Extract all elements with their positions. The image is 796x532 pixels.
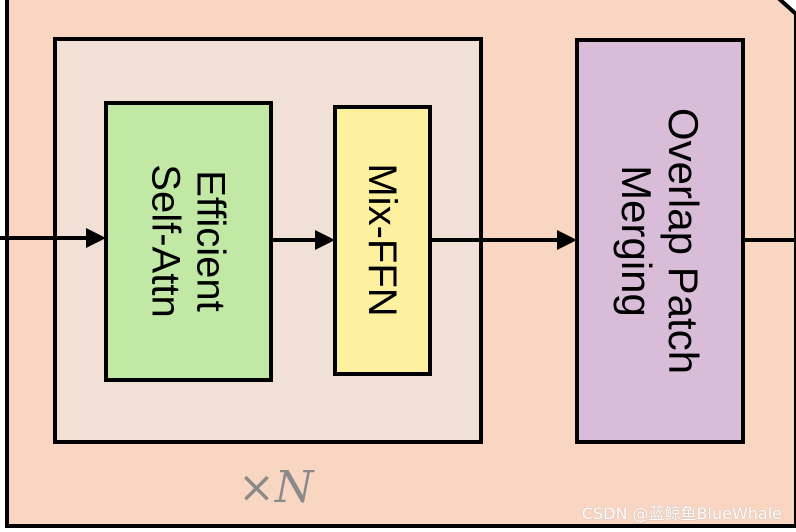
overlap-patch-merging-box: [575, 38, 745, 444]
attn-to-ffn-arrow-head: [315, 230, 335, 250]
mix-ffn-label: Mix-FFN: [358, 106, 406, 374]
efficient-self-attn-label: Efficient Self-Attn: [143, 103, 233, 380]
repeat-count-label: ×N: [238, 462, 313, 513]
input-arrow-head: [86, 228, 106, 248]
mix-ffn-box: [333, 105, 432, 376]
overlap-patch-merging-line1: Overlap Patch: [660, 107, 708, 375]
repeat-n-symbol: N: [274, 462, 314, 513]
overlap-patch-merging-label: Overlap Patch Merging: [613, 51, 708, 431]
watermark: CSDN @蓝鲸鱼BlueWhale: [581, 504, 782, 523]
mix-ffn-text: Mix-FFN: [360, 163, 405, 317]
ffn-to-merging-arrow-head: [557, 230, 577, 250]
efficient-self-attn-line2: Self-Attn: [143, 164, 188, 318]
times-symbol: ×: [238, 462, 275, 513]
efficient-self-attn-line1: Efficient: [188, 170, 233, 312]
overlap-patch-merging-line2: Merging: [613, 165, 660, 317]
